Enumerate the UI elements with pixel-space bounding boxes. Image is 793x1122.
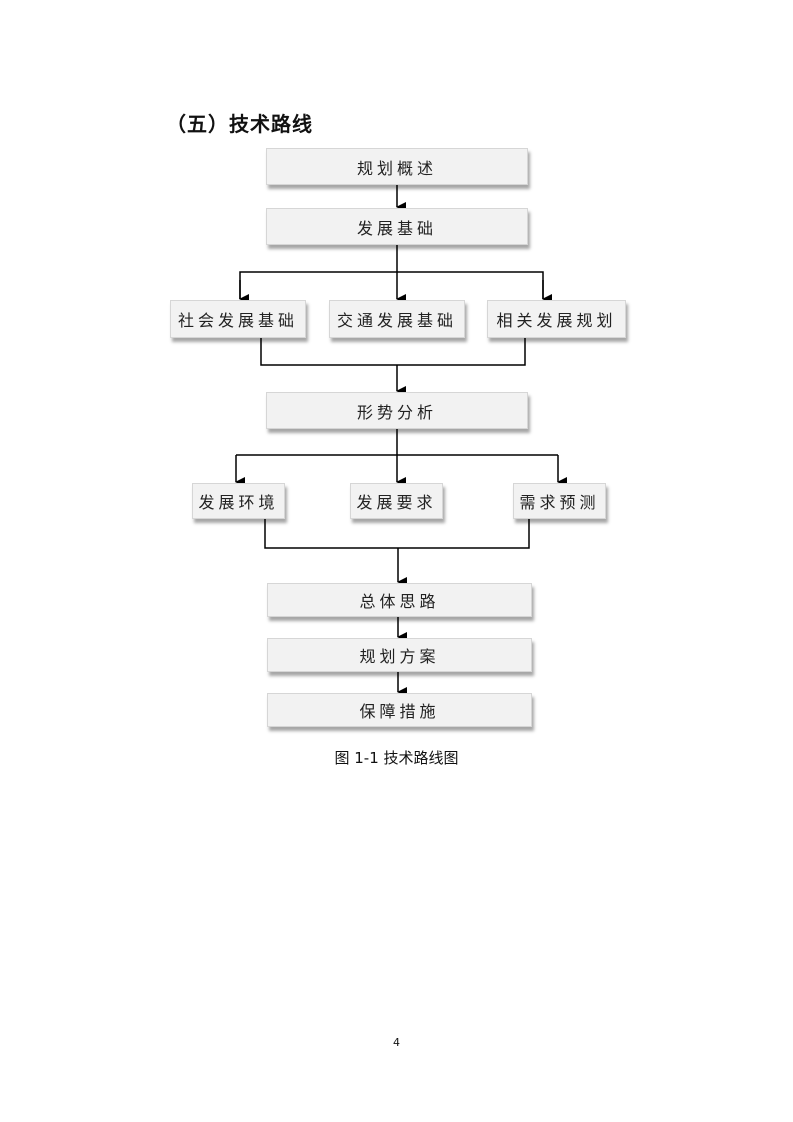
- section-title: （五）技术路线: [166, 112, 313, 136]
- node-analysis: 形势分析: [266, 392, 528, 429]
- node-transport-basis: 交通发展基础: [329, 300, 465, 338]
- node-related-plans: 相关发展规划: [487, 300, 626, 338]
- node-environment: 发展环境: [192, 483, 285, 519]
- node-measures: 保障措施: [267, 693, 532, 727]
- node-basis: 发展基础: [266, 208, 528, 245]
- node-overview: 规划概述: [266, 148, 528, 185]
- figure-caption: 图 1-1 技术路线图: [334, 749, 459, 767]
- node-social-basis: 社会发展基础: [170, 300, 306, 338]
- node-requirements: 发展要求: [350, 483, 443, 519]
- node-approach: 总体思路: [267, 583, 532, 617]
- node-plan: 规划方案: [267, 638, 532, 672]
- page-number: 4: [393, 1036, 400, 1049]
- node-demand-forecast: 需求预测: [513, 483, 606, 519]
